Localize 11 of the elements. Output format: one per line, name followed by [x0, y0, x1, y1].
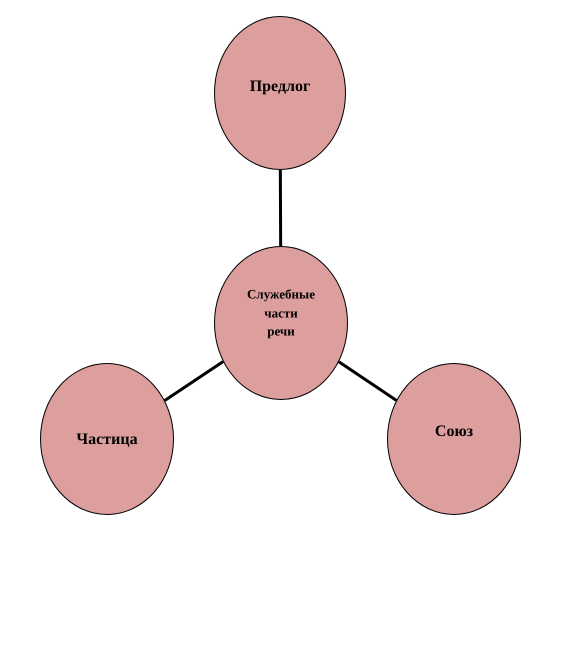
- oval-node: [214, 16, 346, 170]
- connector-line: [338, 360, 398, 402]
- connector-line: [278, 170, 282, 246]
- node-label: Союз: [434, 423, 474, 441]
- node-label: Предлог: [250, 78, 310, 96]
- node-label: Служебные части речи: [247, 285, 315, 340]
- node-label: Частица: [76, 431, 138, 449]
- oval-node: [214, 246, 348, 400]
- oval-node: [387, 363, 521, 515]
- oval-node: [40, 363, 174, 515]
- connector-line: [164, 360, 224, 402]
